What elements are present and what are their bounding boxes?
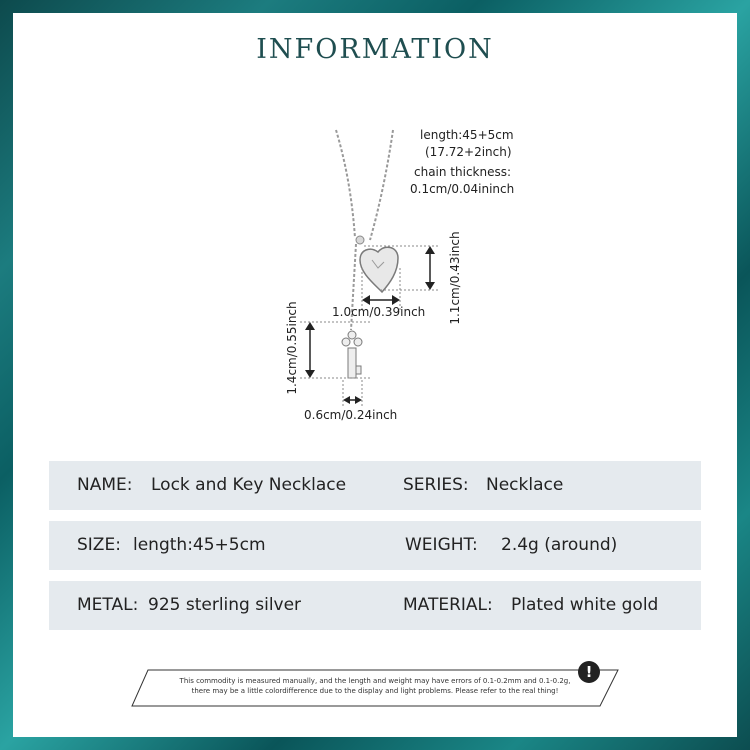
heart-height-label: 1.1cm/0.43inch bbox=[448, 231, 462, 325]
alert-icon: ! bbox=[578, 661, 600, 683]
spec-row-name: NAME: Lock and Key Necklace SERIES: Neck… bbox=[49, 461, 701, 510]
thickness-spec-line2: 0.1cm/0.04ininch bbox=[410, 182, 515, 196]
chain-left bbox=[335, 129, 356, 239]
chain-bead bbox=[355, 235, 365, 245]
notice-line1: This commodity is measured manually, and… bbox=[179, 677, 571, 685]
necklace-illustration bbox=[300, 129, 440, 408]
spec-row-metal: METAL: 925 sterling silver MATERIAL: Pla… bbox=[49, 581, 701, 630]
chain-right bbox=[369, 129, 394, 241]
spec-row-size: SIZE: length:45+5cm WEIGHT: 2.4g (around… bbox=[49, 521, 701, 570]
material-label: MATERIAL: bbox=[403, 595, 493, 615]
key-height-label: 1.4cm/0.55inch bbox=[285, 301, 299, 395]
key-shaft bbox=[347, 347, 357, 379]
key-bow-right bbox=[353, 337, 363, 347]
name-value: Lock and Key Necklace bbox=[151, 475, 347, 495]
length-spec-line2: (17.72+2inch) bbox=[425, 145, 512, 159]
weight-value: 2.4g (around) bbox=[501, 535, 618, 555]
thickness-spec-line1: chain thickness: bbox=[414, 165, 512, 179]
metal-value: 925 sterling silver bbox=[148, 595, 302, 615]
metal-label: METAL: bbox=[77, 595, 139, 615]
size-label: SIZE: bbox=[77, 535, 121, 555]
key-bow-left bbox=[341, 337, 351, 347]
material-value: Plated white gold bbox=[511, 595, 659, 615]
key-bit bbox=[355, 365, 362, 375]
notice: This commodity is measured manually, and… bbox=[135, 672, 615, 706]
key-bow-top bbox=[347, 330, 357, 340]
series-value: Necklace bbox=[486, 475, 564, 495]
name-label: NAME: bbox=[77, 475, 133, 495]
page-title: INFORMATION bbox=[256, 34, 494, 65]
key-width-label: 0.6cm/0.24inch bbox=[304, 408, 398, 422]
drop-chain bbox=[350, 243, 357, 331]
length-spec-line1: length:45+5cm bbox=[420, 128, 514, 142]
series-label: SERIES: bbox=[403, 475, 469, 495]
heart-pendant bbox=[359, 246, 399, 294]
notice-line2: there may be a little colordifference du… bbox=[191, 687, 559, 695]
heart-width-label: 1.0cm/0.39inch bbox=[332, 305, 426, 319]
size-value: length:45+5cm bbox=[133, 535, 266, 555]
notice-box bbox=[131, 669, 619, 707]
weight-label: WEIGHT: bbox=[405, 535, 478, 555]
